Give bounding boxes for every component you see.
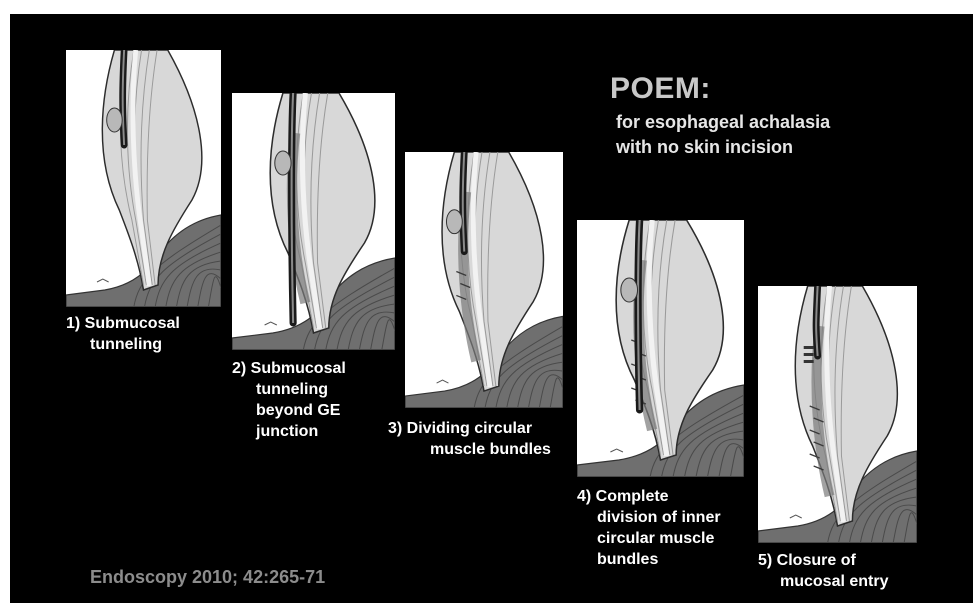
illustration-step-3	[405, 152, 563, 408]
illustration-step-2	[232, 93, 395, 350]
caption-line: tunneling	[66, 334, 180, 355]
anatomy-illustration	[758, 286, 917, 543]
caption-line: 1) Submucosal	[66, 313, 180, 334]
caption-line: mucosal entry	[758, 571, 888, 592]
caption-line: 4) Complete	[577, 486, 721, 507]
caption-line: junction	[232, 421, 346, 442]
caption-step-1: 1) Submucosal tunneling	[66, 313, 180, 355]
citation: Endoscopy 2010; 42:265-71	[90, 567, 325, 588]
anatomy-illustration	[577, 220, 744, 477]
caption-line: 5) Closure of	[758, 550, 888, 571]
caption-line: 2) Submucosal	[232, 358, 346, 379]
slide-subtitle: for esophageal achalasia with no skin in…	[616, 110, 830, 160]
caption-line: circular muscle	[577, 528, 721, 549]
caption-line: division of inner	[577, 507, 721, 528]
slide-title: POEM:	[610, 72, 711, 106]
caption-line: tunneling	[232, 379, 346, 400]
anatomy-illustration	[405, 152, 563, 408]
anatomy-illustration	[66, 50, 221, 307]
anatomy-illustration	[232, 93, 395, 350]
caption-line: beyond GE	[232, 400, 346, 421]
caption-step-4: 4) Complete division of inner circular m…	[577, 486, 721, 570]
caption-line: bundles	[577, 549, 721, 570]
illustration-step-1	[66, 50, 221, 307]
caption-line: muscle bundles	[388, 439, 551, 460]
caption-step-2: 2) Submucosal tunneling beyond GE juncti…	[232, 358, 346, 442]
caption-step-5: 5) Closure of mucosal entry	[758, 550, 888, 592]
caption-step-3: 3) Dividing circular muscle bundles	[388, 418, 551, 460]
illustration-step-4	[577, 220, 744, 477]
subtitle-line-2: with no skin incision	[616, 135, 830, 160]
illustration-step-5	[758, 286, 917, 543]
subtitle-line-1: for esophageal achalasia	[616, 110, 830, 135]
caption-line: 3) Dividing circular	[388, 418, 551, 439]
